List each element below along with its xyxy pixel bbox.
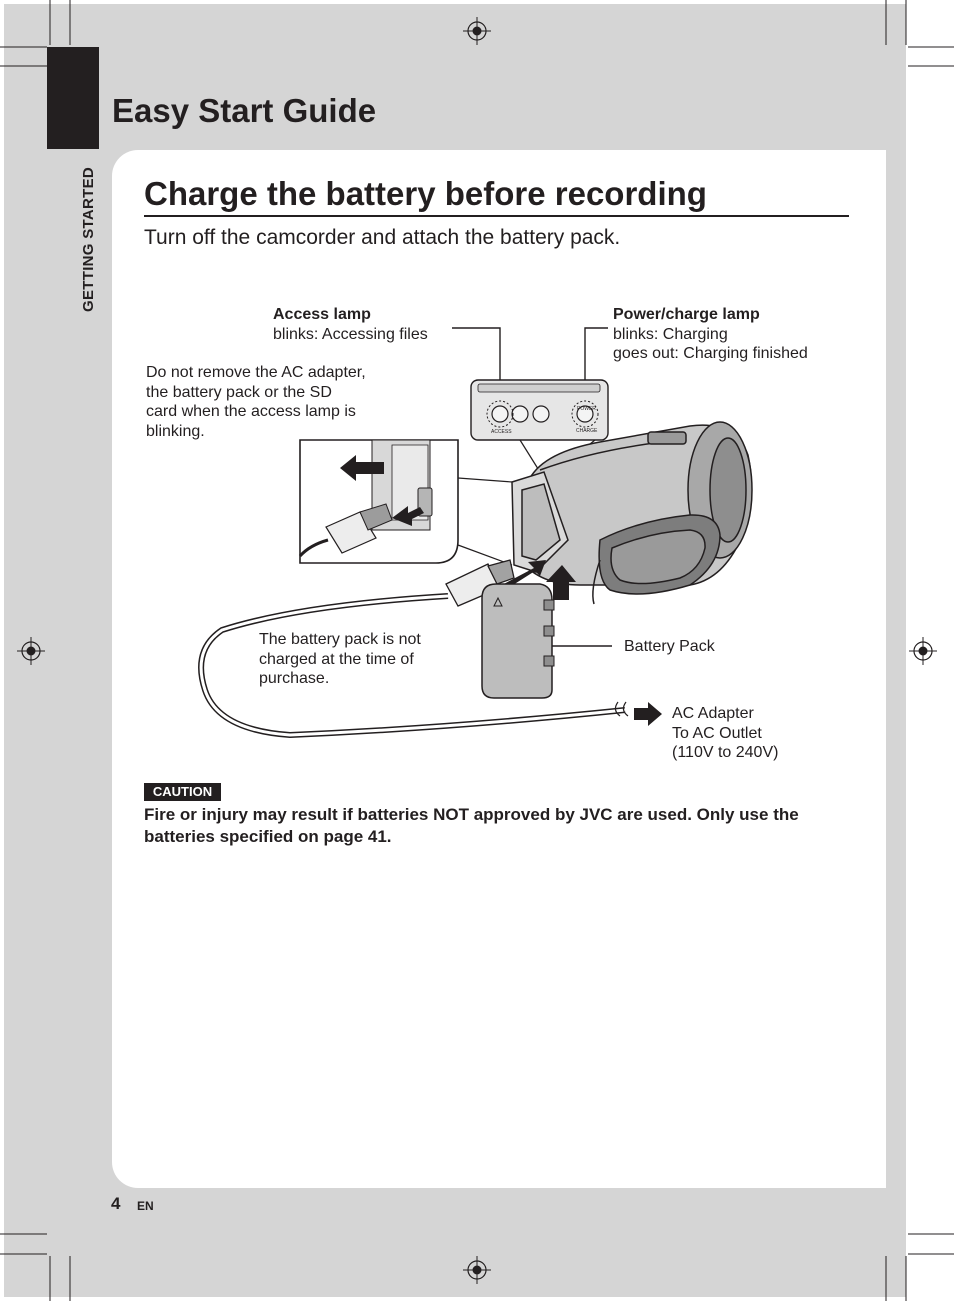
insert-plug-arrow: [392, 506, 424, 526]
guide-title: Easy Start Guide: [112, 92, 377, 129]
battery-note-line: The battery pack is not: [259, 631, 421, 648]
power-lamp-line1: blinks: Charging: [613, 325, 728, 343]
ac-adapter-line: To AC Outlet: [672, 724, 762, 742]
power-lamp-title: Power/charge lamp: [613, 306, 760, 323]
button-3: [532, 405, 550, 423]
button-2: [511, 405, 529, 423]
battery-note-line: purchase.: [259, 670, 330, 687]
warning-note: Do not remove the AC adapter, the batter…: [146, 363, 366, 441]
registration-mark-bottom: [463, 1256, 491, 1284]
battery-attach-arrow: [546, 565, 576, 600]
dc-plug: [325, 511, 377, 554]
battery-pack-label: Battery Pack: [624, 638, 715, 655]
battery-note-line: charged at the time of: [259, 650, 414, 668]
page-language: EN: [137, 1199, 154, 1213]
open-cover-arrow: [340, 455, 384, 481]
registration-mark-left: [17, 637, 45, 665]
access-button-label: ACCESS: [491, 429, 512, 435]
caution-text: Fire or injury may result if batteries N…: [144, 805, 799, 846]
page-number: 4: [111, 1194, 121, 1213]
power-lamp-line2: goes out: Charging finished: [613, 345, 808, 362]
ac-outlet-arrow: [634, 702, 662, 726]
ac-adapter-line: AC Adapter: [672, 705, 754, 722]
warning-note-line: the battery pack or the SD: [146, 383, 332, 401]
button-panel-zoom: ACCESS POWER CHARGE: [470, 379, 609, 441]
camcorder: [511, 421, 753, 605]
access-lamp-callout: Access lamp blinks: Accessing files: [273, 305, 428, 344]
plug-insert-arrow: [500, 560, 546, 590]
ac-adapter-callout: AC Adapter To AC Outlet (110V to 240V): [672, 704, 778, 763]
section-tab-marker: [47, 47, 99, 149]
caution-badge: CAUTION: [144, 783, 221, 801]
battery-pack: [481, 583, 555, 699]
title-underline: [144, 215, 849, 217]
warning-note-line: Do not remove the AC adapter,: [146, 364, 366, 381]
battery-note: The battery pack is not charged at the t…: [259, 630, 421, 689]
power-lamp-callout: Power/charge lamp blinks: Charging goes …: [613, 305, 808, 364]
power-button: [576, 405, 594, 423]
warning-note-line: blinking.: [146, 422, 205, 440]
camera-dc-plug: [445, 559, 515, 607]
access-lamp-desc: blinks: Accessing files: [273, 325, 428, 343]
warning-note-line: card when the access lamp is: [146, 403, 356, 420]
power-button-label: POWER: [577, 406, 596, 412]
ac-adapter-line: (110V to 240V): [672, 744, 779, 761]
registration-mark-top: [463, 17, 491, 45]
page-title: Charge the battery before recording: [144, 175, 707, 212]
intro-text: Turn off the camcorder and attach the ba…: [144, 226, 621, 249]
charge-button-label: CHARGE: [576, 428, 598, 434]
access-lamp-title: Access lamp: [273, 306, 371, 323]
registration-mark-right: [909, 637, 937, 665]
access-button: [491, 405, 509, 423]
dc-input-zoom: [298, 439, 459, 564]
